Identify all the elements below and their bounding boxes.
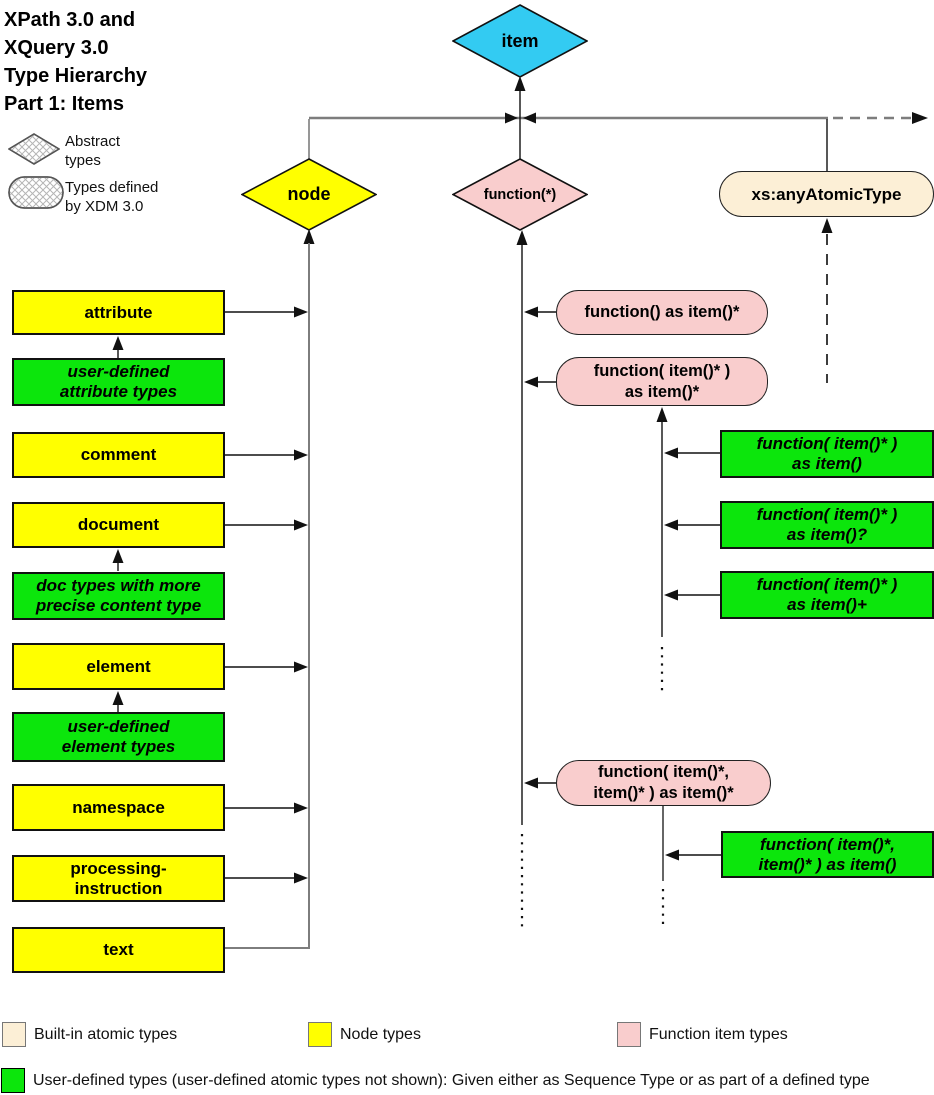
legend-user-defined-types: User-defined types (user-defined atomic …: [1, 1068, 931, 1093]
trunk-node-subtypes: [225, 229, 315, 949]
legend-node-types: Node types: [308, 1022, 421, 1047]
node-element: element: [12, 643, 225, 690]
node-text: text: [12, 927, 225, 973]
function-item-swatch: [617, 1022, 641, 1047]
node-fn1-opt: function( item()* ) as item()?: [720, 501, 934, 549]
node-function-star: function(*): [452, 158, 588, 231]
node-fn2: function( item()*, item()* ) as item()*: [556, 760, 771, 806]
legend-builtin-atomic: Built-in atomic types: [2, 1022, 177, 1047]
node-fn1-opt-label: function( item()* ) as item()?: [756, 505, 898, 544]
abstract-type-shape-icon: [7, 133, 61, 165]
node-text-label: text: [103, 940, 134, 959]
node-fn2-one-label: function( item()*, item()* ) as item(): [758, 834, 897, 874]
edge-fn1-to-function: [524, 376, 556, 388]
user-defined-swatch: [1, 1068, 25, 1093]
node-fn1-label: function( item()* ) as item()*: [593, 361, 731, 401]
node-fn2-label: function( item()*, item()* ) as item()*: [593, 763, 734, 802]
node-comment: comment: [12, 432, 225, 478]
node-user-attribute-label: user-defined attribute types: [59, 362, 178, 401]
node-node-label: node: [287, 184, 331, 204]
edge-userelement-to-element: [112, 691, 124, 712]
node-namespace: namespace: [12, 784, 225, 831]
node-user-element-types: user-defined element types: [12, 712, 225, 762]
edge-fn2-to-function: [524, 777, 556, 789]
node-fn0-label: function() as item()*: [584, 303, 740, 321]
builtin-atomic-swatch: [2, 1022, 26, 1047]
node-processing-instruction-label: processing- instruction: [70, 858, 167, 898]
edge-namespace-to-node: [225, 802, 308, 814]
edge-comment-to-node: [225, 449, 308, 461]
edge-doctypes-to-document: [112, 549, 124, 571]
node-doc-types: doc types with more precise content type: [12, 572, 225, 620]
edge-fn1opt-to-fn1: [664, 519, 720, 531]
xdm-type-shape-icon: [8, 176, 64, 209]
edge-anyatomic-subtypes-dashed: [821, 218, 833, 383]
edge-element-to-node: [225, 661, 308, 673]
edge-processing-instruction-to-node: [225, 872, 308, 884]
node-types-swatch: [308, 1022, 332, 1047]
edge-fn2one-to-fn2: [665, 849, 721, 861]
node-function-star-label: function(*): [483, 186, 557, 203]
edge-to-item: [505, 76, 536, 160]
trunk-function-subtypes: [516, 230, 528, 928]
trunk-fn1-subtypes: [656, 407, 668, 692]
edge-userattr-to-attribute: [112, 336, 124, 358]
node-element-label: element: [86, 656, 151, 676]
xdm-types-label: Types defined by XDM 3.0: [65, 179, 159, 215]
edge-fn1one-to-fn1: [664, 447, 720, 459]
node-types-label: Node types: [340, 1025, 421, 1043]
node-fn0: function() as item()*: [556, 290, 768, 335]
node-anyatomictype-label: xs:anyAtomicType: [751, 184, 902, 204]
node-document-label: document: [77, 515, 160, 534]
node-fn1: function( item()* ) as item()*: [556, 357, 768, 406]
diagram-title: XPath 3.0 and XQuery 3.0 Type Hierarchy …: [4, 9, 148, 115]
user-defined-label: User-defined types (user-defined atomic …: [33, 1071, 870, 1089]
node-doc-types-label: doc types with more precise content type: [35, 576, 202, 615]
node-attribute-label: attribute: [84, 302, 153, 322]
node-fn1-plus: function( item()* ) as item()+: [720, 571, 934, 619]
abstract-types-label: Abstract types: [65, 133, 121, 169]
node-node: node: [241, 158, 377, 231]
node-item: item: [452, 4, 588, 78]
legend-function-item-types: Function item types: [617, 1022, 788, 1047]
node-attribute: attribute: [12, 290, 225, 335]
node-item-label: item: [501, 30, 539, 51]
trunk-item-horizontal: [309, 112, 928, 124]
node-namespace-label: namespace: [72, 797, 165, 817]
node-fn2-one: function( item()*, item()* ) as item(): [721, 831, 934, 878]
node-fn1-one: function( item()* ) as item(): [720, 430, 934, 478]
builtin-atomic-label: Built-in atomic types: [34, 1025, 178, 1043]
function-item-label: Function item types: [649, 1025, 788, 1043]
node-anyatomictype: xs:anyAtomicType: [719, 171, 934, 217]
node-fn1-one-label: function( item()* ) as item(): [756, 434, 898, 473]
edge-attribute-to-node: [225, 306, 308, 318]
node-comment-label: comment: [80, 445, 157, 464]
node-user-element-label: user-defined element types: [61, 717, 176, 756]
edge-fn1plus-to-fn1: [664, 589, 720, 601]
node-fn1-plus-label: function( item()* ) as item()+: [756, 575, 898, 614]
node-processing-instruction: processing- instruction: [12, 855, 225, 902]
node-document: document: [12, 502, 225, 548]
edge-document-to-node: [225, 519, 308, 531]
edge-fn0-to-function: [524, 306, 556, 318]
node-user-attribute-types: user-defined attribute types: [12, 358, 225, 406]
